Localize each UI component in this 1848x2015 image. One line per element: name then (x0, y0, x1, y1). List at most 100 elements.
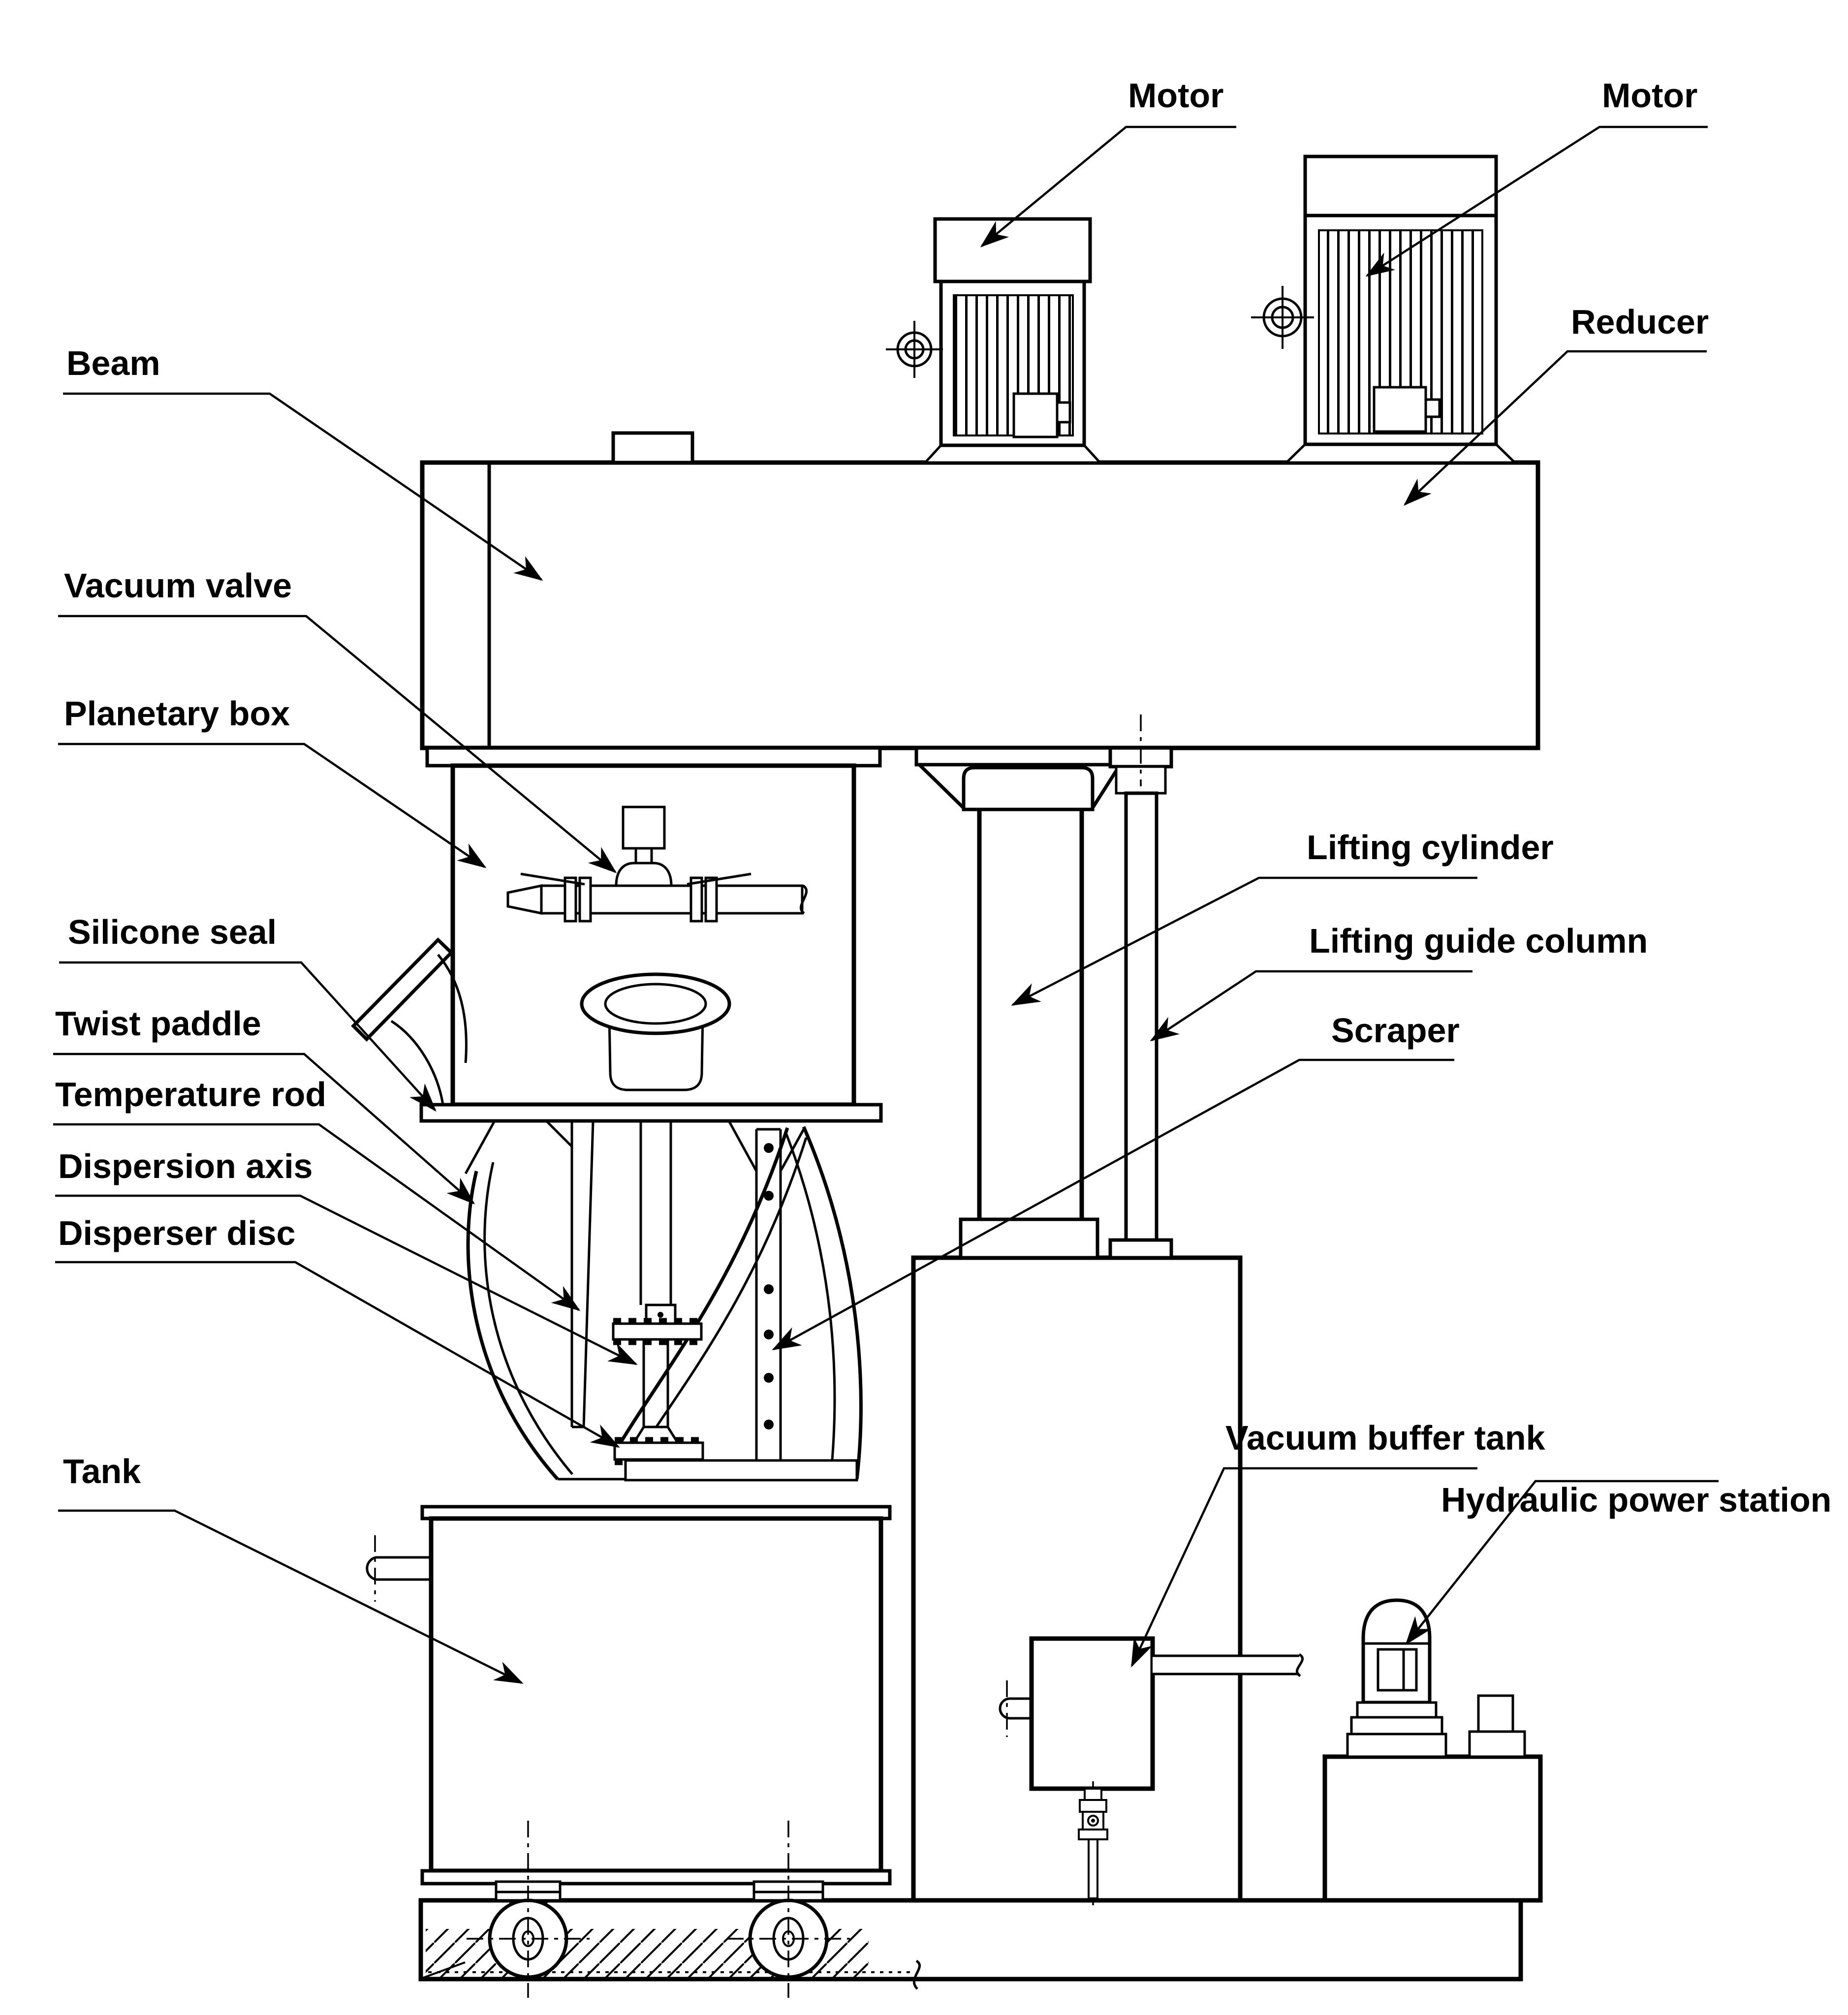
label-hydraulic-power-station: Hydraulic power station (1405, 1480, 1831, 1645)
label-lifting-guide-column-leader (1150, 970, 1472, 1042)
label-lifting-cylinder-text: Lifting cylinder (1307, 828, 1554, 867)
label-lifting-guide-column: Lifting guide column (1150, 922, 1648, 1042)
buffer-drain-valve (1078, 1781, 1108, 1909)
scraper (755, 1126, 863, 1480)
label-silicone-seal-text: Silicone seal (68, 913, 277, 951)
lifting-mount-plate (914, 746, 1125, 767)
label-twist-paddle-text: Twist paddle (55, 1004, 261, 1043)
planetary-box-bottom-plate (419, 1103, 883, 1123)
pedestal (911, 1255, 1243, 1903)
tank-handle (366, 1535, 431, 1602)
label-dispersion-axis: Dispersion axis (55, 1147, 638, 1365)
label-beam: Beam (63, 344, 543, 581)
buffer-pipe-break (1295, 1653, 1304, 1677)
guide-column-shaft (1124, 791, 1159, 1242)
lifting-cylinder-cap (962, 766, 1095, 811)
twist-paddle-right-inner (638, 1137, 808, 1453)
disperser-disc-lower (613, 1437, 704, 1465)
motor-left (886, 217, 1103, 464)
pump-window (1377, 1648, 1418, 1692)
temperature-rod (570, 1120, 595, 1428)
vacuum-valve-handle-left (520, 872, 585, 886)
tank-assembly (366, 1505, 892, 1998)
label-vacuum-buffer-tank-text: Vacuum buffer tank (1225, 1419, 1545, 1457)
vacuum-valve-stem (634, 847, 653, 865)
machine (351, 155, 1543, 1998)
lifting-cylinder-bottom-flange (959, 1217, 1099, 1260)
motor-left-cap (933, 217, 1092, 283)
label-motor-right-leader (1365, 125, 1708, 277)
label-lifting-cylinder: Lifting cylinder (1011, 828, 1554, 1006)
feeding-port (580, 972, 731, 1091)
motor-right-flange (1283, 443, 1518, 464)
label-planetary-box-leader (58, 743, 487, 868)
label-tank-leader (58, 1509, 524, 1684)
planetary-box-top-plate (425, 746, 882, 768)
vacuum-valve-handle-right (687, 872, 752, 886)
label-temperature-rod-text: Temperature rod (55, 1075, 326, 1114)
vacuum-valve-tee (615, 862, 673, 887)
hydraulic-power-station (1322, 1598, 1543, 1903)
feeding-port-flange (580, 972, 731, 1035)
feed-chute-curve-left (390, 1020, 444, 1105)
feed-chute-curve-right (437, 954, 468, 1063)
label-scraper: Scraper (772, 1011, 1460, 1351)
label-temperature-rod-leader (53, 1123, 581, 1311)
motor-right-junction-box (1373, 386, 1427, 433)
tank-handle-pipe (366, 1556, 431, 1581)
pump-base-2 (1350, 1716, 1443, 1736)
hydraulic-valve-block (1468, 1694, 1526, 1758)
paddle-strut-left (464, 1120, 496, 1175)
label-vacuum-valve: Vacuum valve (58, 566, 617, 873)
mixer-bottom-bar (624, 1459, 858, 1482)
label-hydraulic-power-station-text: Hydraulic power station (1441, 1481, 1831, 1519)
label-lifting-cylinder-leader (1011, 876, 1477, 1006)
hydraulic-pump (1346, 1598, 1447, 1758)
label-silicone-seal: Silicone seal (59, 913, 437, 1112)
vacuum-valve-pipe-break (800, 884, 808, 915)
disperser-disc-upper (612, 1318, 703, 1345)
label-beam-text: Beam (66, 344, 160, 382)
hydraulic-plinth (1322, 1754, 1543, 1903)
label-twist-paddle-leader (53, 1053, 475, 1205)
label-scraper-text: Scraper (1331, 1011, 1460, 1050)
label-tank: Tank (58, 1452, 524, 1684)
label-temperature-rod: Temperature rod (53, 1075, 581, 1311)
label-reducer-leader (1403, 350, 1707, 506)
motor-right-cap (1303, 155, 1498, 217)
label-planetary-box: Planetary box (58, 694, 487, 868)
label-disperser-disc-text: Disperser disc (58, 1214, 295, 1252)
vacuum-valve-nozzle (506, 884, 543, 915)
pump-base-1 (1356, 1701, 1438, 1719)
buffer-pipe-fill (1153, 1656, 1299, 1674)
motor-right-junction-nub (1424, 398, 1441, 418)
label-hydraulic-power-station-leader (1405, 1480, 1719, 1645)
label-motor-left-leader (980, 125, 1236, 248)
label-twist-paddle: Twist paddle (53, 1004, 475, 1205)
label-motor-right-text: Motor (1602, 76, 1697, 115)
feed-chute (351, 937, 468, 1105)
lifting-assembly (914, 714, 1173, 1260)
valve-block-top (1477, 1694, 1514, 1733)
motor-left-eyebolt-icon (886, 321, 943, 378)
label-planetary-box-text: Planetary box (64, 694, 290, 733)
beam-top-box (611, 431, 694, 465)
twist-paddle-left-outer (466, 1171, 559, 1481)
base-plate (418, 1898, 1523, 1990)
planetary-box (351, 746, 883, 1123)
caster-right (727, 1821, 850, 1998)
label-dispersion-axis-leader (55, 1194, 638, 1365)
beam (420, 431, 1540, 750)
motor-left-junction-box (1012, 392, 1059, 438)
label-reducer: Reducer (1403, 303, 1709, 506)
vacuum-valve-gauge (622, 806, 666, 850)
motor-right (1251, 155, 1518, 464)
label-silicone-seal-leader (59, 961, 437, 1112)
paddle-strut-left2 (545, 1120, 573, 1147)
label-scraper-leader (772, 1058, 1454, 1351)
vacuum-valve-clamp-2 (578, 876, 592, 923)
pump-base-3 (1346, 1733, 1447, 1758)
label-beam-leader (63, 392, 543, 581)
